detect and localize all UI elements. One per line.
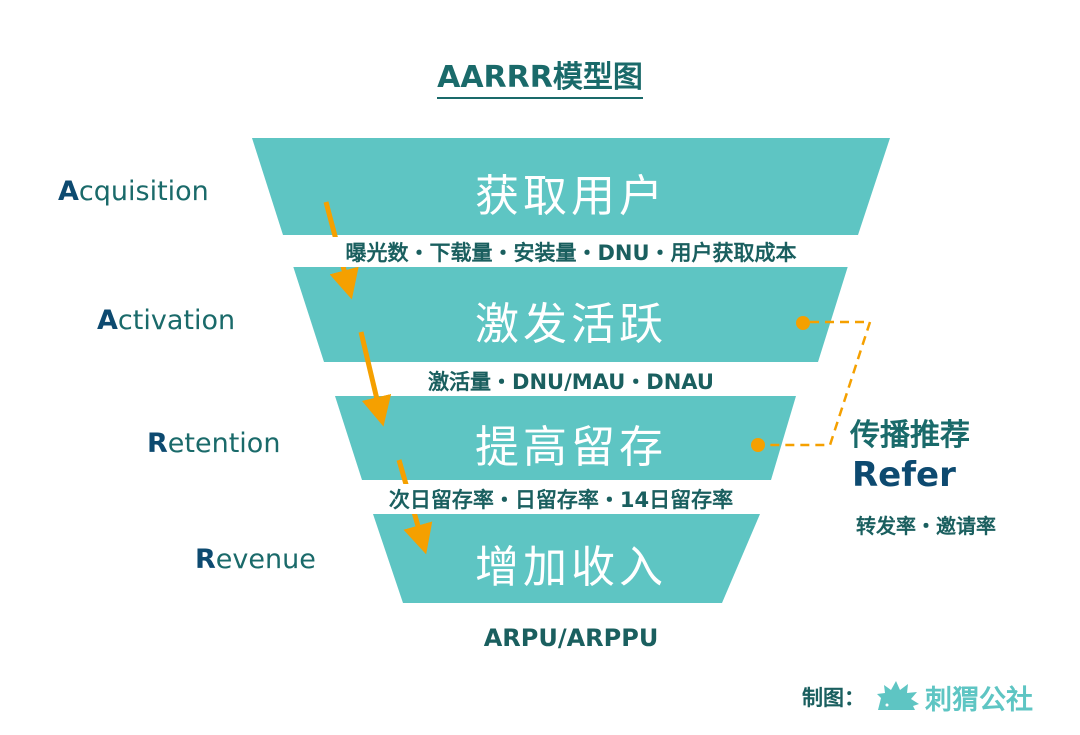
metrics-activation: 激活量・DNU/MAU・DNAU <box>421 366 721 396</box>
metrics-revenue: ARPU/ARPPU <box>271 624 871 652</box>
refer-metrics: 转发率・邀请率 <box>856 514 996 538</box>
label-retention: Retention <box>147 428 281 459</box>
label-activation: Activation <box>97 305 236 336</box>
refer-title-cn: 传播推荐 <box>850 418 970 453</box>
stage-activation: 激发活跃 <box>475 299 667 350</box>
refer-dot-activation <box>796 316 810 330</box>
metrics-retention: 次日留存率・日留存率・14日留存率 <box>341 484 781 514</box>
hedgehog-logo-icon <box>877 681 919 710</box>
metrics-acquisition: 曝光数・下载量・安装量・DNU・用户获取成本 <box>271 237 871 267</box>
flow-arrow-icon <box>358 331 392 427</box>
refer-dashed-connector <box>765 320 872 447</box>
brand-logo-text: 刺猬公社 <box>925 685 1033 716</box>
funnel-band-activation <box>293 266 848 362</box>
stage-retention: 提高留存 <box>475 422 667 473</box>
credit-label: 制图： <box>802 686 865 710</box>
refer-title-en: Refer <box>852 455 956 495</box>
stage-revenue: 增加收入 <box>475 542 667 593</box>
funnel-band-retention <box>335 396 796 480</box>
label-revenue: Revenue <box>195 544 316 575</box>
label-acquisition: Acquisition <box>58 176 209 207</box>
refer-dot-retention <box>751 438 765 452</box>
stage-acquisition: 获取用户 <box>475 171 667 222</box>
funnel-band-acquisition <box>252 138 890 235</box>
funnel-band-revenue <box>373 514 760 603</box>
page-title: AARRR模型图 <box>0 52 1080 99</box>
